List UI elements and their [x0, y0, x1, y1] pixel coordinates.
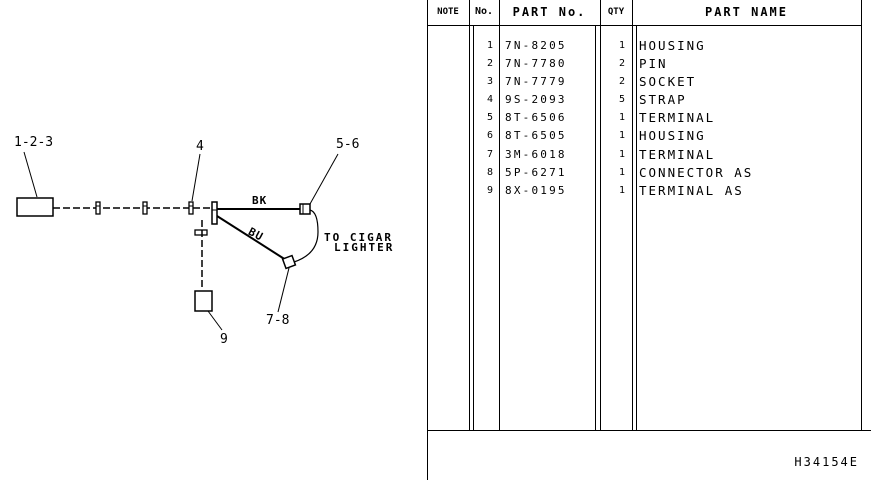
table-row: 7 3M-6018 1 TERMINAL: [486, 147, 716, 162]
terminal-9: [194, 290, 213, 312]
table-row: 8 5P-6271 1 CONNECTOR AS: [486, 165, 754, 180]
header-divider: [427, 25, 861, 26]
wire-label-bu: BU: [246, 225, 266, 244]
note-to-cigar: TO CIGAR: [324, 231, 393, 244]
footer-divider: [427, 430, 871, 431]
strap-2: [142, 201, 148, 215]
drawing-reference: H34154E: [794, 455, 859, 469]
table-row: 4 9S-2093 5 STRAP: [486, 92, 687, 107]
table-row: 3 7N-7779 2 SOCKET: [486, 74, 697, 89]
callout-5-6: 5-6: [336, 137, 359, 152]
housing-box: [16, 197, 54, 217]
header-part-no: PART No.: [512, 5, 587, 19]
table-row: 6 8T-6505 1 HOUSING: [486, 128, 706, 143]
callout-7-8: 7-8: [266, 313, 289, 328]
leader-7-8: [277, 267, 290, 313]
col-sep-qty: [632, 0, 633, 430]
callout-9: 9: [220, 332, 228, 347]
callout-1-2-3: 1-2-3: [14, 135, 53, 150]
leader-4: [191, 153, 201, 202]
wiring-diagram: 1-2-3 4 BK 5-6 BU 7-8 TO CIGAR LIGHTER 9: [14, 135, 394, 347]
splice-junction: [211, 201, 218, 225]
header-no: No.: [474, 6, 494, 17]
leader-1-2-3: [23, 151, 38, 198]
callout-4: 4: [196, 139, 204, 154]
leader-5-6: [309, 153, 339, 205]
table-row: 1 7N-8205 1 HOUSING: [486, 38, 706, 53]
col-sep-note: [469, 0, 470, 430]
table-row: 2 7N-7780 2 PIN: [486, 56, 668, 71]
col-sep-no: [499, 0, 500, 430]
table-row: 5 8T-6506 1 TERMINAL: [486, 110, 716, 125]
terminal-5-6: [299, 203, 311, 215]
header-note: NOTE: [437, 7, 459, 17]
leader-9: [207, 310, 223, 331]
note-lighter: LIGHTER: [334, 241, 394, 254]
wire-bu: [216, 215, 287, 261]
strap-branch: [194, 229, 208, 236]
strap-1: [95, 201, 101, 215]
header-part-name: PART NAME: [704, 5, 789, 19]
table-border-right: [861, 0, 862, 430]
table-border-left: [427, 0, 428, 480]
wire-label-bk: BK: [252, 194, 267, 207]
strap-3: [188, 201, 194, 215]
table-row: 9 8X-0195 1 TERMINAL AS: [486, 183, 744, 198]
lighter-bracket: [293, 209, 319, 263]
col-sep-partno: [600, 0, 601, 430]
terminal-7-8: [281, 254, 297, 270]
parts-list-table: NOTE No. PART No. QTY PART NAME 1 7N-820…: [425, 0, 871, 480]
header-qty: QTY: [607, 7, 625, 17]
